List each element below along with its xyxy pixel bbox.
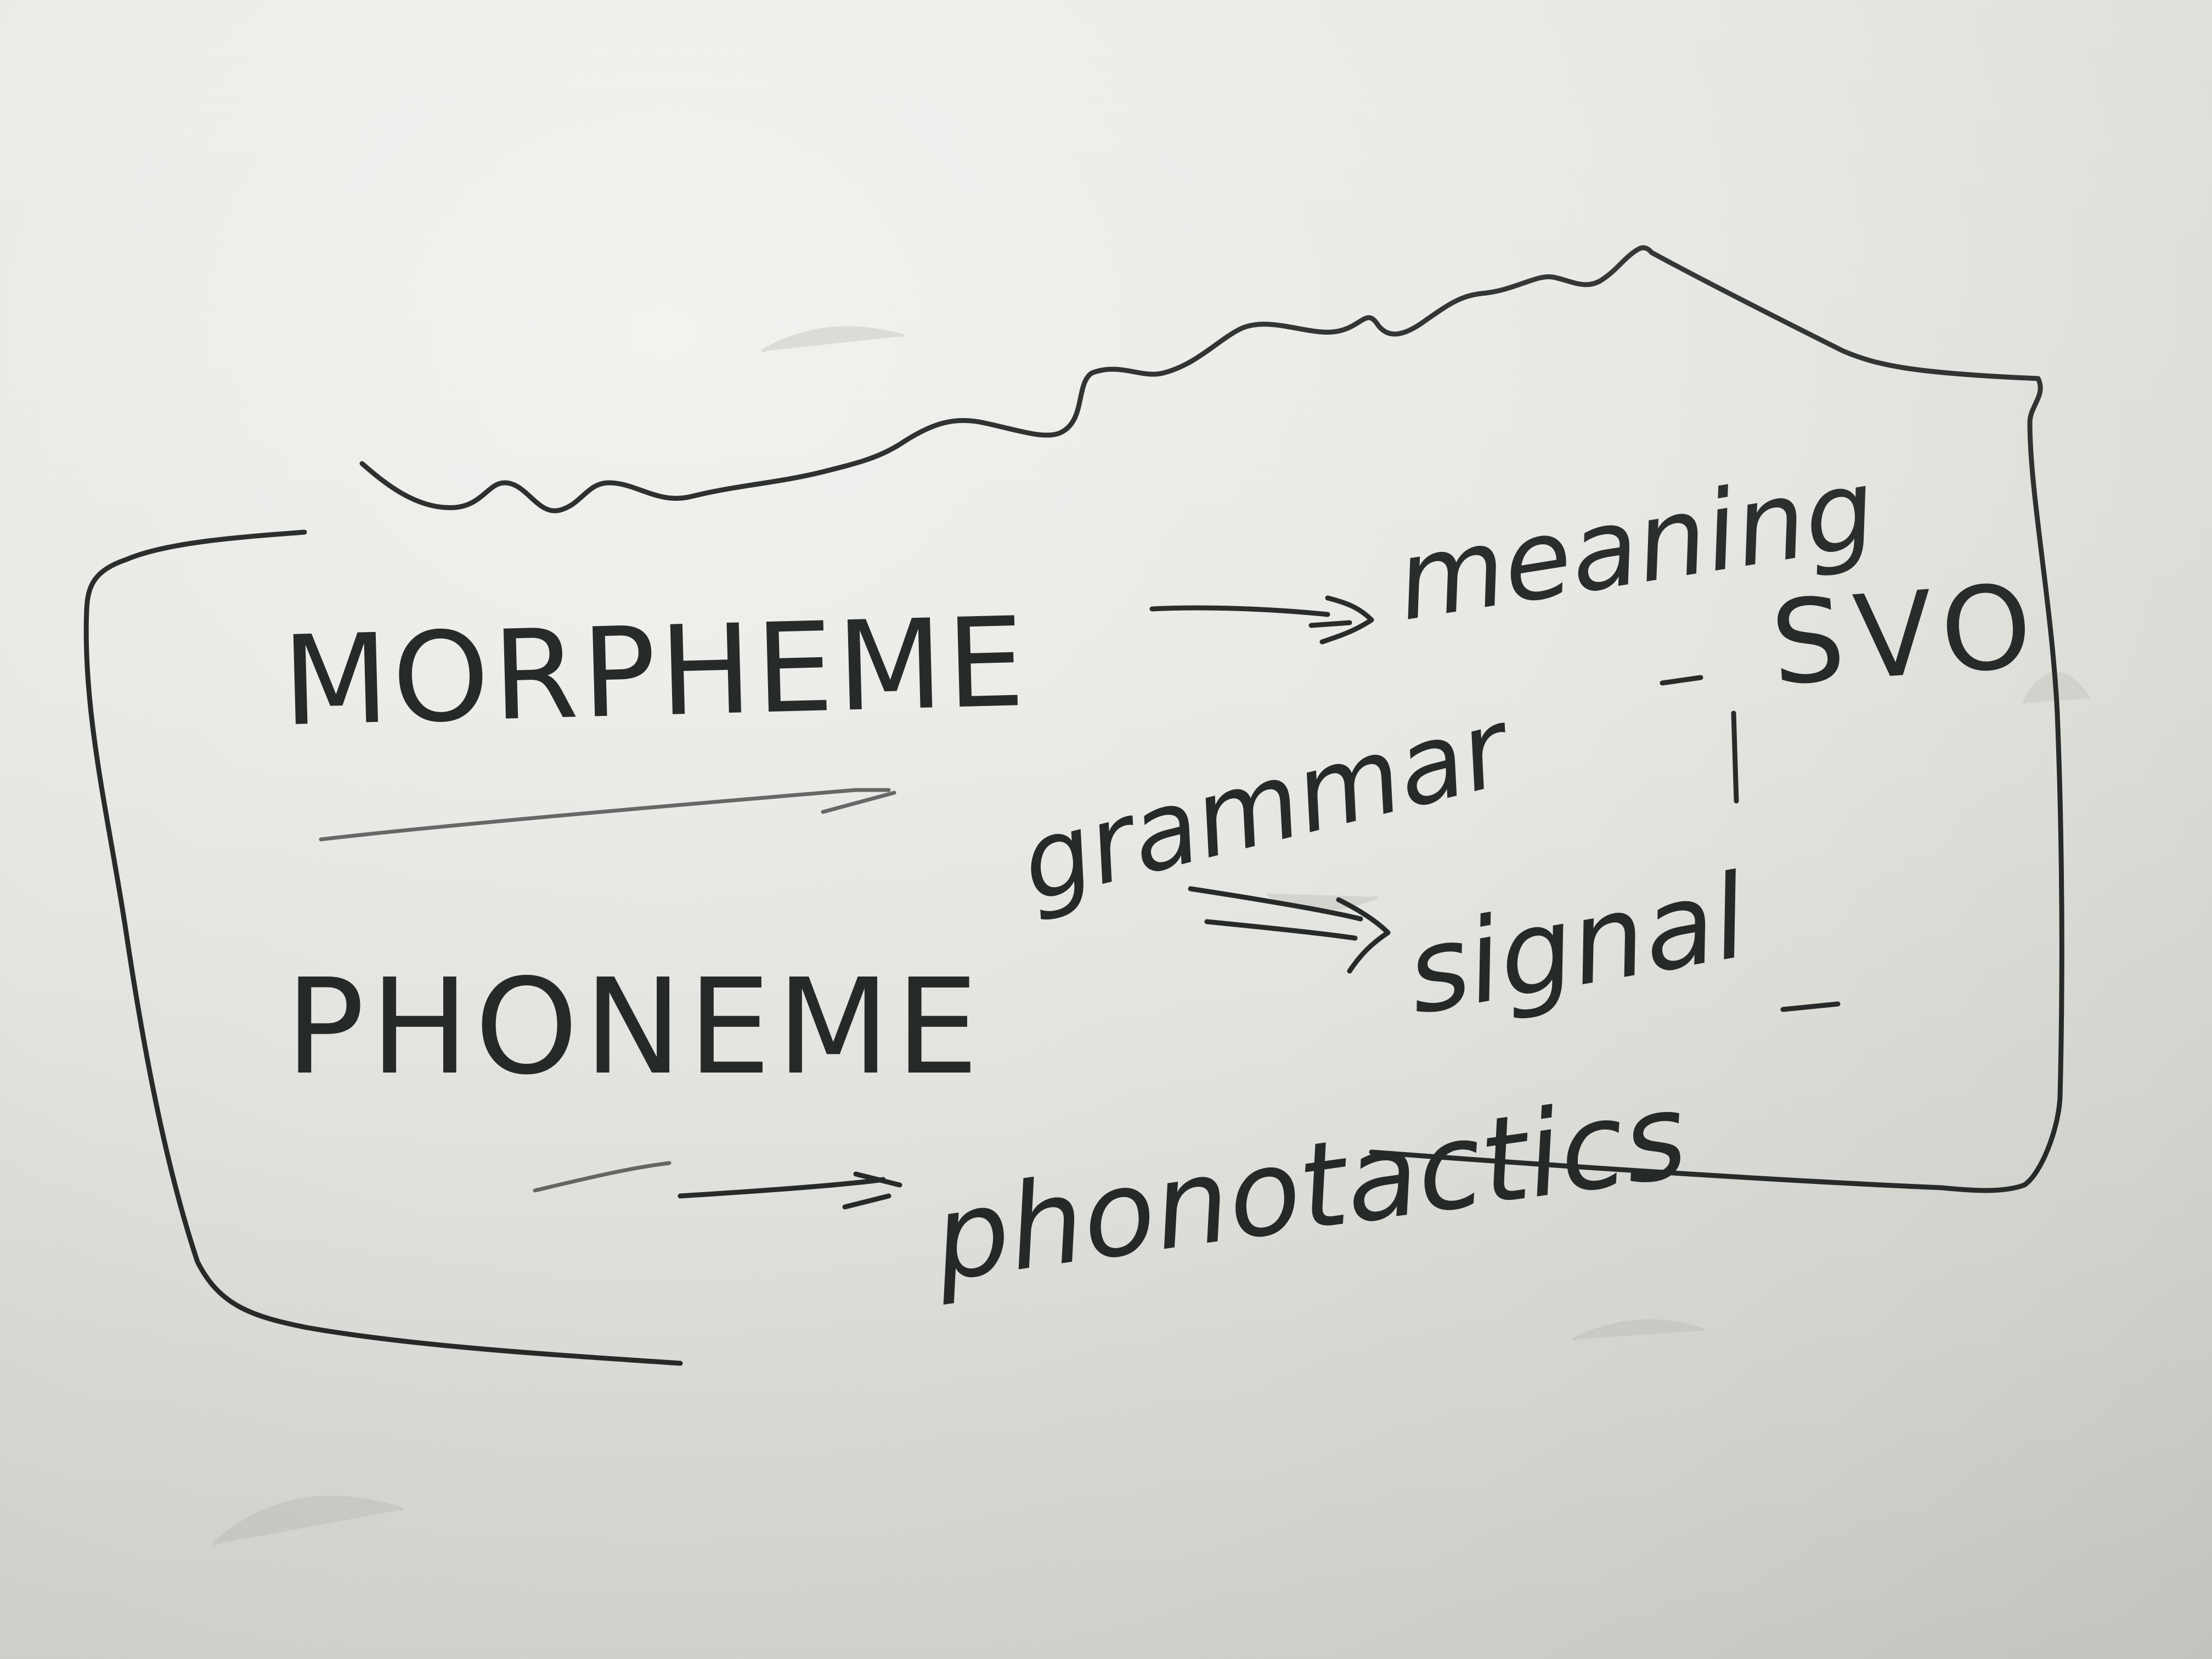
arrow-to-signal-icon (1188, 886, 1391, 974)
morpheme-label: MORPHEME (280, 591, 1029, 754)
grammar-label: grammar (1009, 684, 1526, 926)
wavy-top-border (359, 245, 1654, 514)
morpheme-underline (319, 788, 896, 842)
ghost-stroke (211, 1496, 404, 1546)
signal-vertical-stroke (1731, 710, 1739, 804)
arrow-to-meaning-icon (1149, 595, 1374, 645)
box-bottom-edge (1369, 1149, 1945, 1190)
box-right-top-edge (1649, 250, 2041, 381)
bleed-through-marks (211, 326, 2091, 1546)
box-right-edge (1939, 376, 2064, 1193)
phonotactics-dash (1780, 1001, 1841, 1012)
arrow-to-phonotactics-icon (678, 1171, 902, 1210)
phoneme-label: PHONEME (285, 950, 984, 1104)
svo-dash (1660, 675, 1703, 686)
box-left-edge (83, 529, 683, 1366)
phoneme-underline (533, 1161, 672, 1193)
signal-label: signal (1397, 849, 1756, 1041)
phonotactics-label: phonotactics (924, 1066, 1694, 1308)
ghost-stroke (1572, 1319, 1706, 1341)
ghost-stroke (761, 326, 905, 353)
svo-label: SVO (1767, 558, 2046, 712)
